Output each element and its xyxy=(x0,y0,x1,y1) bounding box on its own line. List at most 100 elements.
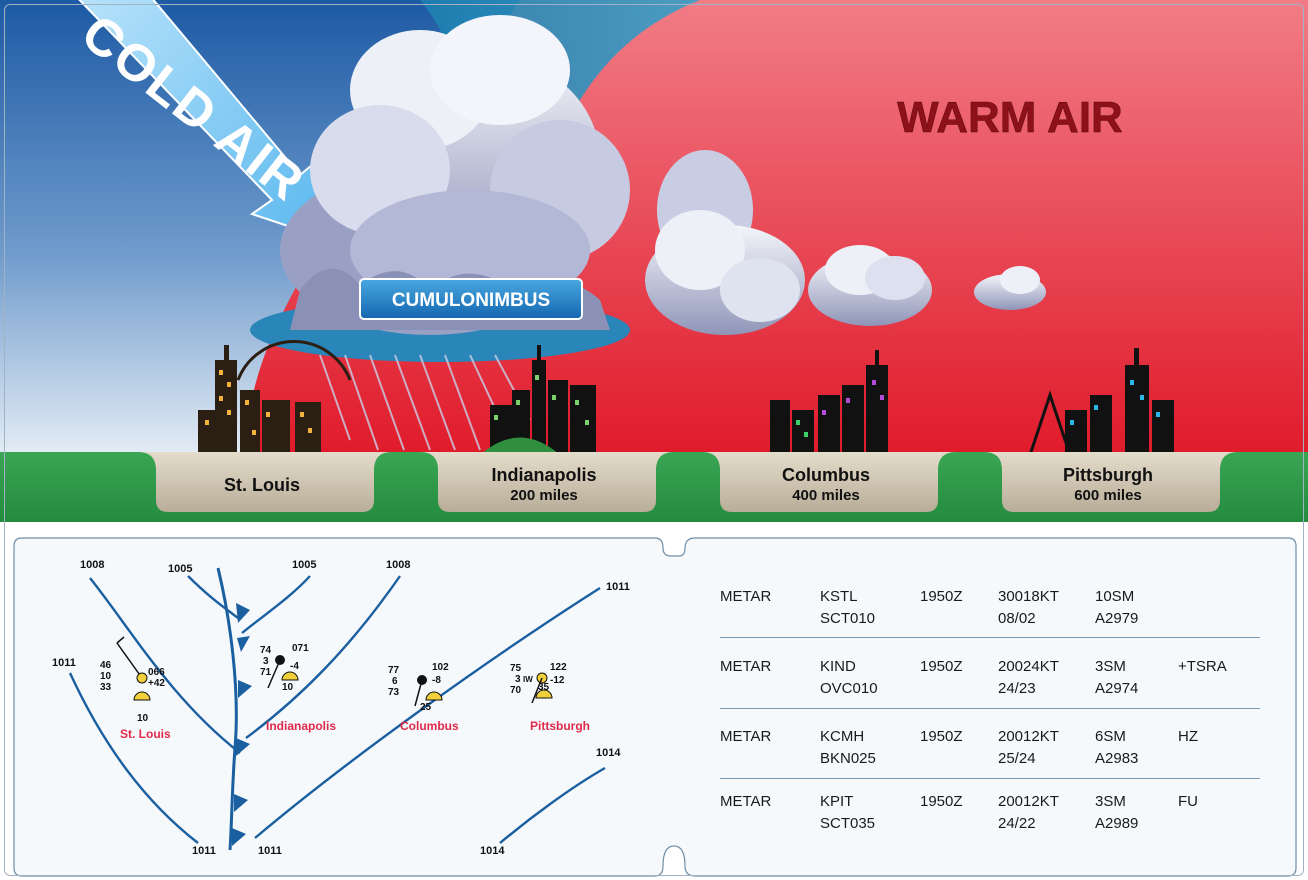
svg-text:-12: -12 xyxy=(550,675,565,686)
cumulonimbus-label-box: CUMULONIMBUS xyxy=(359,278,583,320)
metar-reports: METAR KSTL 1950Z 30018KT 10SM SCT010 08/… xyxy=(668,538,1304,874)
metar-visibility: 3SM xyxy=(1095,658,1126,675)
metar-altimeter: A2974 xyxy=(1095,680,1139,697)
isobar-1008-right xyxy=(245,575,401,739)
isobar-1014 xyxy=(499,766,606,844)
map-label-columbus: Columbus xyxy=(400,719,459,733)
svg-text:102: 102 xyxy=(432,662,449,673)
metar-weather: HZ xyxy=(1178,728,1198,745)
svg-text:122: 122 xyxy=(550,662,567,673)
svg-text:066: 066 xyxy=(148,667,165,678)
svg-text:74: 74 xyxy=(260,645,272,656)
svg-text:75: 75 xyxy=(510,663,522,674)
metar-visibility: 10SM xyxy=(1095,588,1135,605)
metar-time: 1950Z xyxy=(920,728,963,745)
city-tab-pittsburgh-name: Pittsburgh xyxy=(1063,465,1153,485)
isobar-label-1005-right: 1005 xyxy=(292,559,316,571)
station-model-columbus: 77 6 73 102 -8 25 Columbus xyxy=(388,662,459,733)
metar-time: 1950Z xyxy=(920,588,963,605)
metar-cloud: SCT010 xyxy=(820,610,876,627)
metar-temp-dew: 08/02 xyxy=(998,610,1036,627)
station-circle xyxy=(136,672,148,684)
isobar-label-1005-left: 1005 xyxy=(168,563,192,575)
warm-air-label: WARM AIR xyxy=(897,93,1123,142)
st-louis-skyline xyxy=(198,340,352,455)
metar-station: KSTL xyxy=(820,588,858,605)
metar-temp-dew: 24/22 xyxy=(998,815,1036,832)
metar-station: KIND xyxy=(820,658,856,675)
isobar-1011-left xyxy=(68,672,199,844)
metar-altimeter: A2983 xyxy=(1095,750,1139,767)
isobar-1005-left xyxy=(187,575,239,619)
svg-text:25: 25 xyxy=(420,702,432,713)
svg-text:70: 70 xyxy=(510,685,522,696)
isobar-label-1011-left: 1011 xyxy=(52,657,76,669)
svg-text:10: 10 xyxy=(137,713,149,724)
city-tab-st-louis: St. Louis xyxy=(138,452,392,512)
surface-analysis-map: 1008 1005 1005 1008 1011 1011 1011 1011 … xyxy=(52,559,630,857)
cold-front-scene: COLD AIR WARM AIR xyxy=(0,0,1308,526)
isobar-label-1008-left: 1008 xyxy=(80,559,104,571)
metar-type: METAR xyxy=(720,793,772,810)
cumulonimbus-label: CUMULONIMBUS xyxy=(392,290,550,311)
metar-divider xyxy=(720,778,1260,779)
svg-text:IW: IW xyxy=(523,675,533,684)
metar-wind: 20012KT xyxy=(998,728,1059,745)
metar-cloud: SCT035 xyxy=(820,815,876,832)
isobar-label-1014-right: 1014 xyxy=(596,747,621,759)
city-tab-columbus: Columbus 400 miles xyxy=(702,452,956,512)
metar-station: KCMH xyxy=(820,728,865,745)
isobar-label-1008-right: 1008 xyxy=(386,559,410,571)
city-tab-columbus-distance: 400 miles xyxy=(792,487,860,504)
metar-type: METAR xyxy=(720,588,772,605)
metar-temp-dew: 24/23 xyxy=(998,680,1036,697)
isobar-1005-right xyxy=(241,575,311,634)
svg-text:10: 10 xyxy=(100,671,112,682)
metar-temp-dew: 25/24 xyxy=(998,750,1036,767)
isobar-label-1011-bottom-a: 1011 xyxy=(192,845,216,857)
metar-cloud: OVC010 xyxy=(820,680,878,697)
city-tab-indianapolis-distance: 200 miles xyxy=(510,487,578,504)
isobar-label-1014-bottom: 1014 xyxy=(480,845,505,857)
map-label-st-louis: St. Louis xyxy=(120,727,171,741)
svg-text:10: 10 xyxy=(282,682,294,693)
metar-altimeter: A2989 xyxy=(1095,815,1139,832)
city-tab-pittsburgh-distance: 600 miles xyxy=(1074,487,1142,504)
metar-divider xyxy=(720,637,1260,638)
svg-text:33: 33 xyxy=(100,682,112,693)
metar-station: KPIT xyxy=(820,793,854,810)
map-label-indianapolis: Indianapolis xyxy=(266,719,336,733)
metar-time: 1950Z xyxy=(920,658,963,675)
pittsburgh-skyline xyxy=(1028,348,1174,456)
metar-weather: FU xyxy=(1178,793,1198,810)
metar-altimeter: A2979 xyxy=(1095,610,1139,627)
indianapolis-skyline xyxy=(480,345,596,455)
cumulus-cloud-medium xyxy=(808,245,932,326)
station-model-indianapolis: 74 3 71 071 -4 10 Indianapolis xyxy=(260,643,336,733)
metar-cloud: BKN025 xyxy=(820,750,876,767)
isobar-label-1011-bottom-b: 1011 xyxy=(258,845,282,857)
city-tab-indianapolis-name: Indianapolis xyxy=(491,465,596,485)
svg-text:46: 46 xyxy=(100,660,112,671)
isobar-label-1011-right: 1011 xyxy=(606,581,630,593)
cumulus-cloud-large xyxy=(645,150,805,335)
svg-text:-4: -4 xyxy=(290,661,299,672)
isobar-1011-right xyxy=(254,586,601,839)
city-tab-pittsburgh: Pittsburgh 600 miles xyxy=(984,452,1238,512)
metar-type: METAR xyxy=(720,658,772,675)
metar-weather: +TSRA xyxy=(1178,658,1227,675)
city-tab-columbus-name: Columbus xyxy=(782,465,870,485)
svg-text:071: 071 xyxy=(292,643,309,654)
cumulus-cloud-small xyxy=(974,266,1046,310)
metar-visibility: 6SM xyxy=(1095,728,1126,745)
svg-text:73: 73 xyxy=(388,687,400,698)
station-model-pittsburgh: 75 3 IW 70 122 -12 35 Pittsburgh xyxy=(510,662,590,733)
city-tab-st-louis-name: St. Louis xyxy=(224,475,300,495)
map-label-pittsburgh: Pittsburgh xyxy=(530,719,590,733)
metar-time: 1950Z xyxy=(920,793,963,810)
svg-text:+42: +42 xyxy=(148,678,165,689)
metar-divider xyxy=(720,708,1260,709)
columbus-skyline xyxy=(770,350,888,455)
metar-wind: 20012KT xyxy=(998,793,1059,810)
